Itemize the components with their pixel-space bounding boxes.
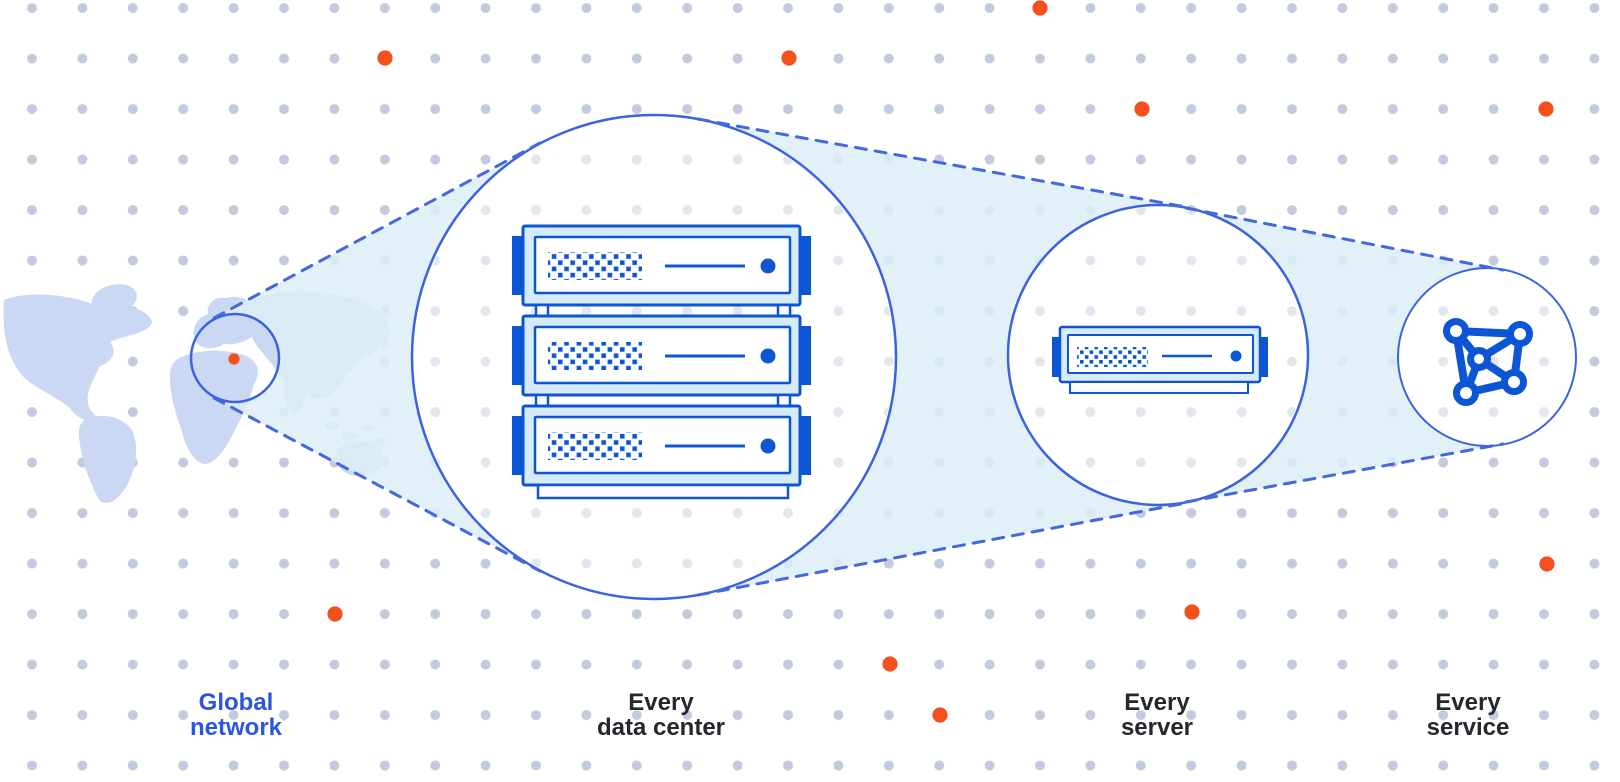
global-network-circle [189, 312, 281, 404]
accent-dot [1538, 101, 1554, 117]
label-every-server: Every server [1027, 690, 1287, 740]
label-every-service: Every service [1338, 690, 1598, 740]
rack-base [536, 483, 790, 500]
server-rack-icon [512, 224, 811, 500]
label-line: Every [1124, 689, 1190, 716]
label-every-data-center: Every data center [531, 690, 791, 740]
label-line: service [1426, 714, 1510, 741]
label-global-network: Global network [106, 690, 366, 740]
label-line: Global [198, 689, 274, 716]
accent-dot [1184, 604, 1200, 620]
accent-dot [1539, 556, 1555, 572]
accent-dot [932, 707, 948, 723]
server-unit [512, 314, 811, 397]
label-line: Every [628, 689, 694, 716]
label-line: network [189, 714, 282, 741]
network-graph-icon [1443, 318, 1533, 406]
accent-dot [377, 50, 393, 66]
label-line: Every [1435, 689, 1501, 716]
server-icon [1052, 325, 1268, 394]
label-line: server [1120, 714, 1194, 741]
server-unit [512, 224, 811, 307]
server-unit [512, 404, 811, 487]
accent-dots [327, 0, 1555, 723]
accent-dot [327, 606, 343, 622]
beam-dashed-lines [212, 117, 1505, 597]
accent-dot [781, 50, 797, 66]
label-line: data center [596, 714, 726, 741]
server-base [1069, 381, 1249, 394]
location-dot [228, 353, 240, 365]
accent-dot [1032, 0, 1048, 16]
accent-dot [1134, 101, 1150, 117]
accent-dot [882, 656, 898, 672]
